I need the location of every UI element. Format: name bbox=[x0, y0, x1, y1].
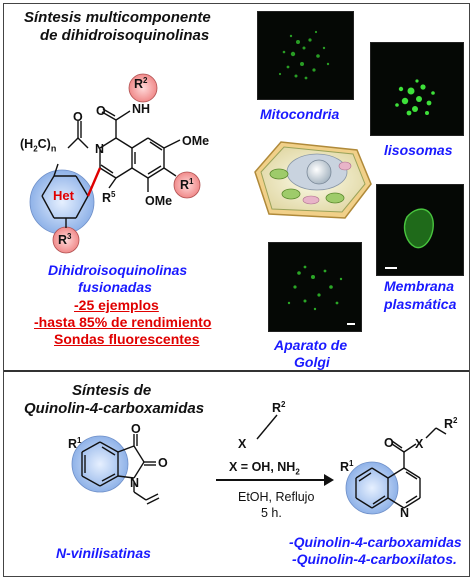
bullet-sondas: Sondas fluorescentes bbox=[54, 331, 200, 347]
reaction-arrow-head bbox=[324, 474, 334, 486]
reagent-structure bbox=[256, 414, 278, 440]
label-r3: R3 bbox=[58, 232, 72, 248]
product-name-line2: fusionadas bbox=[78, 279, 152, 295]
top-title-line2: de dihidroisoquinolinas bbox=[40, 27, 210, 44]
product-label-x: X bbox=[415, 437, 424, 451]
bottom-title-line2: Quinolin-4-carboxamidas bbox=[24, 400, 205, 417]
micrograph-golgi bbox=[268, 242, 362, 332]
isatin-structure bbox=[71, 434, 160, 505]
condition-solvent: EtOH, Reflujo bbox=[238, 490, 315, 504]
label-membrana-line1: Membrana bbox=[384, 278, 455, 294]
bottom-title-line1: Síntesis de bbox=[72, 382, 152, 399]
label-o-amide: O bbox=[96, 104, 106, 118]
isatin-label-o-right: O bbox=[158, 456, 168, 470]
top-title-line1: Síntesis multicomponente bbox=[24, 9, 211, 26]
label-het: Het bbox=[53, 188, 74, 203]
isatin-label-r1: R1 bbox=[68, 436, 82, 452]
label-r1: R1 bbox=[180, 177, 194, 193]
label-h2c: (H2C)n bbox=[20, 137, 57, 154]
bullet-rendimiento: -hasta 85% de rendimiento bbox=[34, 314, 212, 330]
condition-time: 5 h. bbox=[261, 506, 282, 520]
figure-frame: Síntesis multicomponente de dihidroisoqu… bbox=[3, 3, 470, 577]
label-lisosomas: lisosomas bbox=[384, 142, 453, 158]
label-ome-bottom: OMe bbox=[145, 194, 173, 208]
bullet-ejemplos: -25 ejemplos bbox=[74, 297, 159, 313]
plant-cell-illustration bbox=[254, 141, 372, 219]
product-carboxilatos: -Quinolin-4-carboxilatos. bbox=[292, 551, 457, 567]
label-nh: NH bbox=[132, 102, 151, 116]
isatin-label-n: N bbox=[130, 476, 140, 490]
product-label-r1: R1 bbox=[340, 459, 354, 475]
micrograph-membrana bbox=[376, 184, 464, 276]
product-label-r2: R2 bbox=[444, 416, 458, 432]
product-amidas: -Quinolin-4-carboxamidas bbox=[289, 534, 462, 550]
condition-x-oh-nh2: X = OH, NH2 bbox=[229, 460, 300, 477]
product-label-n: N bbox=[400, 506, 410, 520]
micrograph-mitocondria bbox=[257, 11, 354, 100]
quinoline-product-structure bbox=[345, 427, 447, 515]
reaction-arrow bbox=[216, 479, 326, 481]
label-n: N bbox=[95, 142, 105, 156]
isatin-label-o-top: O bbox=[131, 422, 141, 436]
product-name-line1: Dihidroisoquinolinas bbox=[48, 262, 188, 278]
reactant-label: N-vinilisatinas bbox=[56, 545, 151, 561]
label-golgi-line2: Golgi bbox=[294, 354, 330, 370]
product-label-o: O bbox=[384, 436, 394, 450]
label-mitocondria: Mitocondria bbox=[260, 106, 340, 122]
micrograph-lisosomas bbox=[370, 42, 464, 136]
label-ome-top: OMe bbox=[182, 134, 210, 148]
label-golgi-line1: Aparato de bbox=[274, 337, 348, 353]
label-r2: R2 bbox=[134, 76, 148, 92]
dihydroisoquinoline-structure bbox=[29, 73, 201, 254]
reagent-label-r2: R2 bbox=[272, 400, 286, 416]
label-r5: R5 bbox=[102, 190, 116, 206]
label-o-acyl: O bbox=[73, 110, 83, 124]
section-divider bbox=[4, 370, 469, 372]
label-membrana-line2: plasmática bbox=[384, 296, 457, 312]
reagent-label-x: X bbox=[238, 437, 247, 451]
